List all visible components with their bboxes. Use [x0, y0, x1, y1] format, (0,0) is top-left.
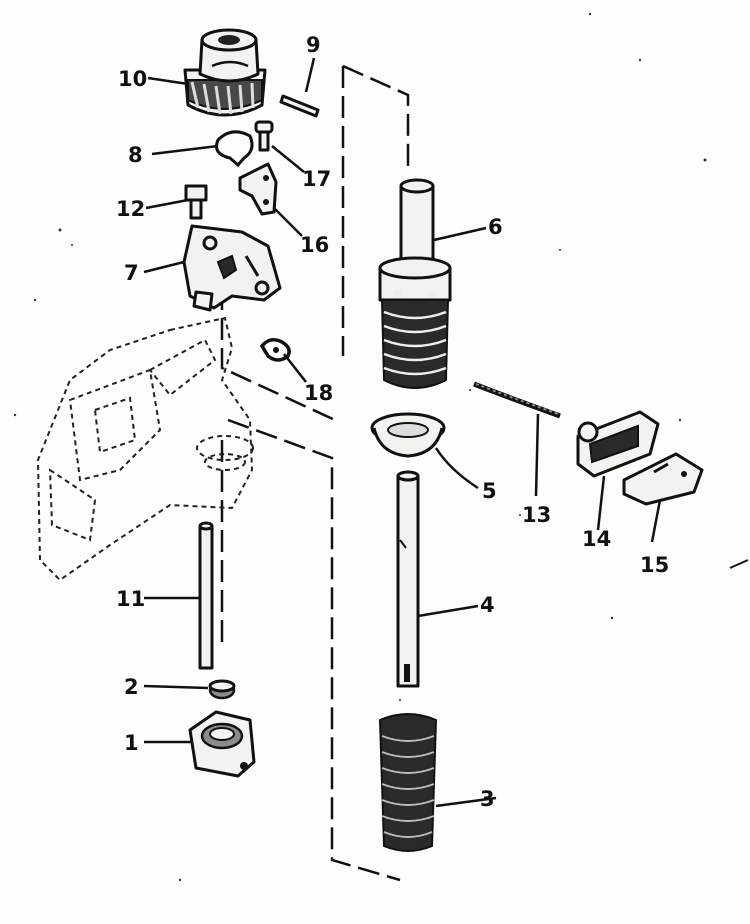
part-9-pin: [279, 94, 320, 118]
part-12-bolt: [184, 184, 208, 220]
part-13-wire: [473, 381, 561, 419]
assembly-line-lower: [220, 418, 401, 882]
part-8-clip: [215, 130, 254, 168]
housing-outline: [36, 316, 254, 582]
scan-noise: [13, 12, 749, 882]
part-6-shaft-assembly: [378, 178, 452, 389]
callout-8: 8: [128, 143, 143, 167]
callout-1: 1: [124, 731, 139, 755]
part-3-boot: [378, 713, 438, 852]
callout-12: 12: [116, 197, 145, 221]
callout-14: 14: [582, 527, 611, 551]
callout-13: 13: [522, 503, 551, 527]
callout-4: 4: [480, 593, 495, 617]
callout-2: 2: [124, 675, 139, 699]
callout-16: 16: [300, 233, 329, 257]
part-10-gear: [183, 28, 267, 117]
part-2-bushing: [208, 679, 236, 700]
callout-6: 6: [488, 215, 503, 239]
part-17-screw: [254, 120, 274, 152]
callout-labels: 1 2 3 4 5 6 7 8 9 10 11 12 13 14 15 16 1…: [116, 33, 669, 811]
leader-lines: [143, 57, 662, 808]
callout-11: 11: [116, 587, 145, 611]
part-15-block: [622, 452, 704, 506]
part-1-base: [188, 710, 256, 778]
callout-5: 5: [482, 479, 497, 503]
callout-7: 7: [124, 261, 139, 285]
part-11-rod: [198, 521, 214, 670]
callout-10: 10: [118, 67, 147, 91]
part-16-lever: [238, 162, 278, 216]
part-14-grip: [576, 410, 660, 478]
part-18-clip: [259, 338, 291, 362]
callout-18: 18: [304, 381, 333, 405]
part-4-rod: [396, 470, 420, 688]
callout-17: 17: [302, 167, 331, 191]
callout-15: 15: [640, 553, 669, 577]
part-7-bracket: [182, 224, 282, 312]
callout-3: 3: [480, 787, 495, 811]
callout-9: 9: [306, 33, 321, 57]
part-5-bushing: [370, 412, 446, 458]
